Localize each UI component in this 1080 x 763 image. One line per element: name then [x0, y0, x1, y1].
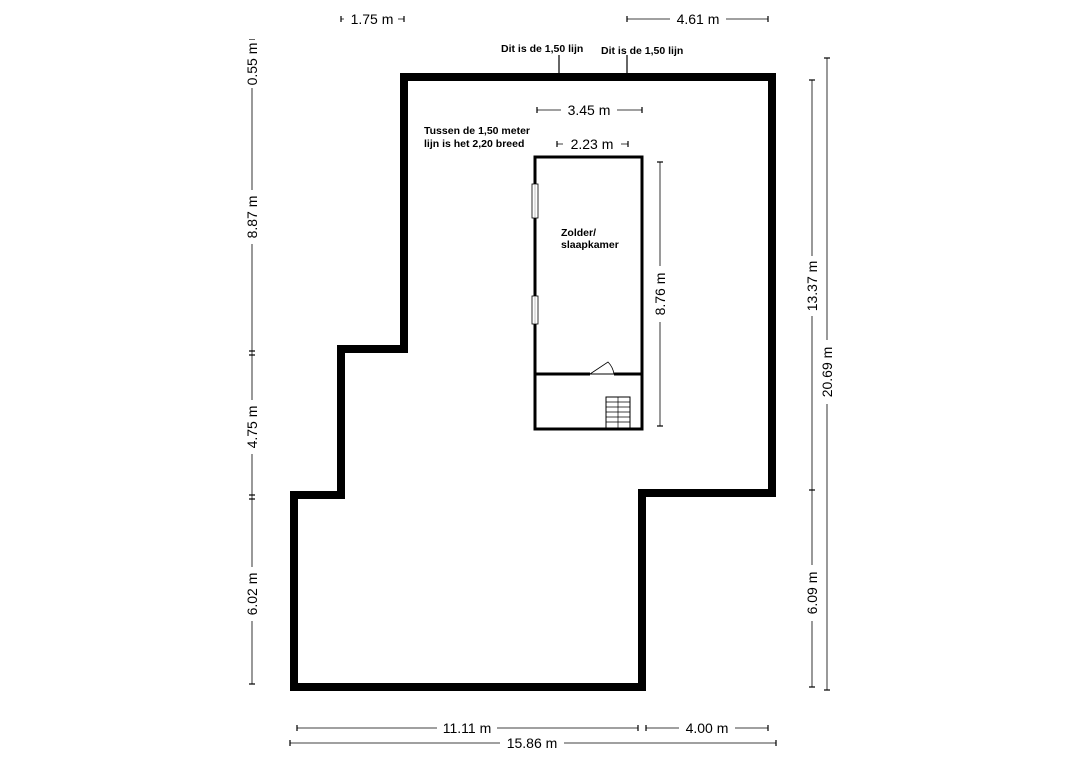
note-line-left: Dit is de 1,50 lijn	[501, 43, 583, 55]
dim-bottom-total: 15.86 m	[289, 733, 777, 753]
dim-left-top-label: 0.55 m	[244, 43, 260, 86]
dim-left-chain: 0.55 m 8.87 m 4.75 m 6.02 m	[242, 39, 262, 685]
dim-top-left: 1.75 m	[340, 8, 405, 30]
dim-bottom-chain: 11.11 m 4.00 m	[296, 718, 769, 738]
dim-left-upper-label: 8.87 m	[244, 196, 260, 239]
door-icon	[589, 361, 615, 377]
stairs-icon	[605, 396, 631, 429]
room-outline	[533, 155, 644, 431]
note-width-line1: Tussen de 1,50 meter	[424, 125, 530, 137]
note-width-line2: lijn is het 2,20 breed	[424, 138, 524, 150]
window-upper	[531, 183, 539, 219]
dim-top-right: 4.61 m	[626, 8, 769, 30]
dim-right-chain: 13.37 m 6.09 m	[802, 79, 822, 688]
dim-right-total: 20.69 m	[817, 57, 837, 691]
dim-left-middle-label: 4.75 m	[244, 406, 260, 449]
room-name-line2: slaapkamer	[561, 239, 619, 251]
dim-left-lower-label: 6.02 m	[244, 573, 260, 616]
dim-bottom-total-label: 15.86 m	[507, 735, 558, 751]
dim-room-height: 8.76 m	[650, 161, 670, 427]
note-line-right: Dit is de 1,50 lijn	[601, 45, 683, 57]
room-name-line1: Zolder/	[561, 227, 596, 239]
dim-right-lower-label: 6.09 m	[804, 572, 820, 615]
dim-top-right-label: 4.61 m	[677, 11, 720, 27]
dim-inner-width: 2.23 m	[556, 134, 629, 154]
dim-bottom-left-label: 11.11 m	[443, 720, 492, 736]
dim-right-upper-label: 13.37 m	[804, 261, 820, 312]
dim-bottom-right-label: 4.00 m	[686, 720, 729, 736]
dim-room-height-label: 8.76 m	[652, 273, 668, 316]
outer-wall	[290, 73, 776, 691]
dim-inner-top: 3.45 m	[536, 100, 643, 120]
dim-right-total-label: 20.69 m	[819, 347, 835, 398]
dim-inner-width-label: 2.23 m	[571, 136, 614, 152]
dim-inner-top-label: 3.45 m	[568, 102, 611, 118]
window-lower	[531, 295, 539, 325]
dim-top-left-label: 1.75 m	[351, 11, 394, 27]
